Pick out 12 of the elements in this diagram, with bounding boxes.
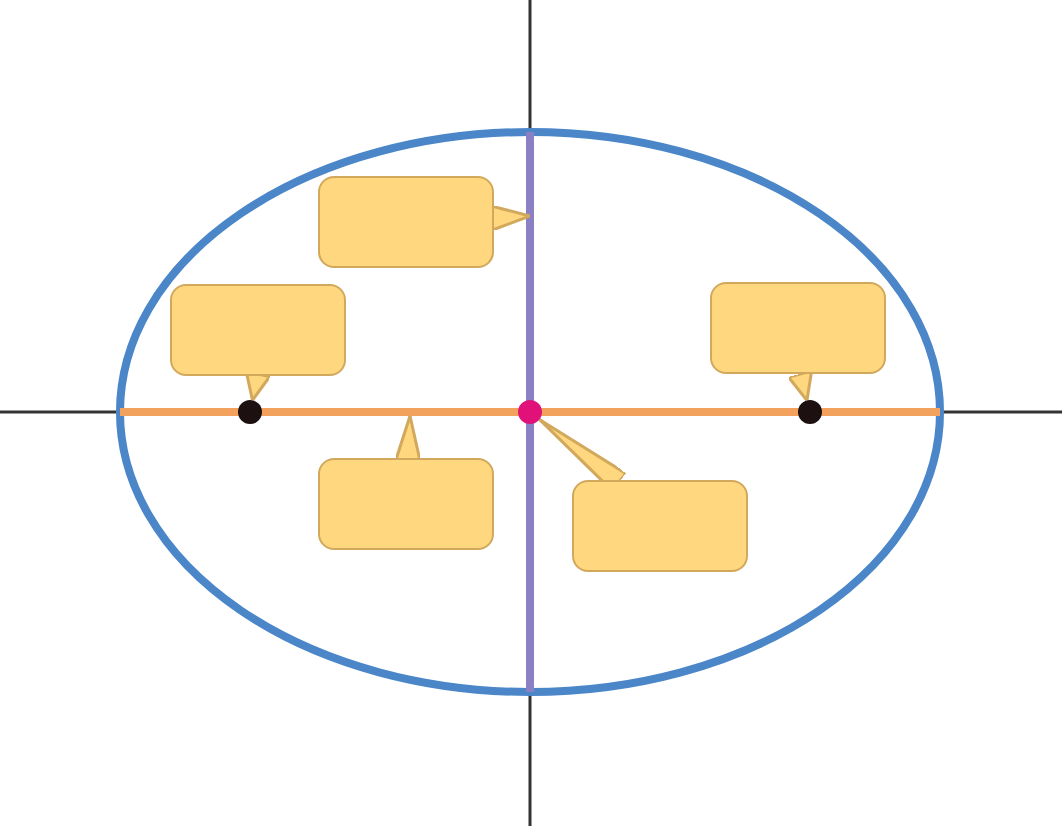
callout-pointer bbox=[244, 370, 272, 402]
callout-pointer bbox=[394, 414, 422, 463]
callout-bubble bbox=[710, 282, 886, 374]
callout-pointer bbox=[489, 204, 532, 232]
callout-pointer bbox=[786, 369, 814, 402]
point-dot bbox=[798, 400, 822, 424]
point-dot bbox=[518, 400, 542, 424]
callout-bubble bbox=[170, 284, 346, 376]
callout-bubble bbox=[318, 458, 494, 550]
callout-bubble bbox=[572, 480, 748, 572]
point-dot bbox=[238, 400, 262, 424]
callout-bubble bbox=[318, 176, 494, 268]
